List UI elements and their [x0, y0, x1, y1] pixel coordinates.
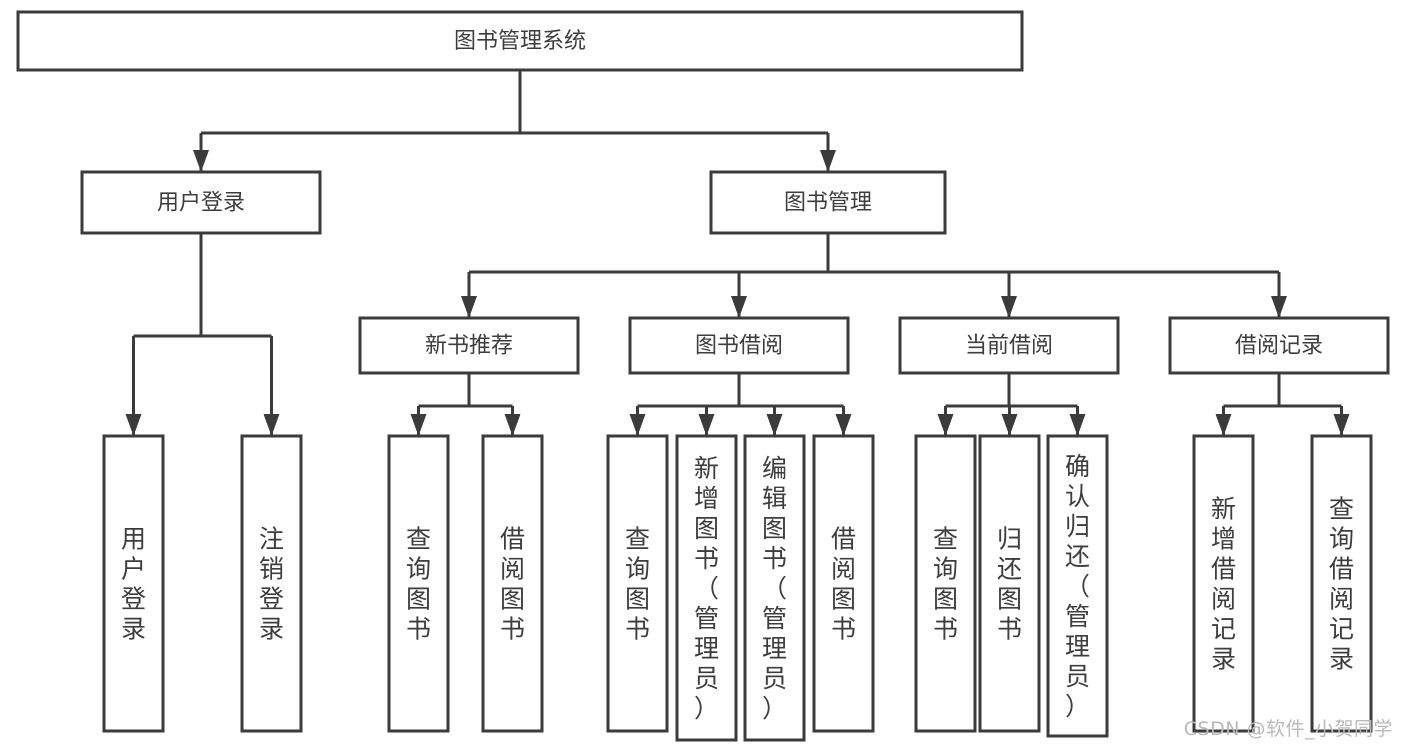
node-label-leaf-borrow-book-2: 借阅图书 — [831, 525, 856, 644]
arrow-head-icon — [731, 296, 747, 318]
node-label-user-login: 用户登录 — [157, 191, 245, 216]
node-leaf-query-book-1[interactable]: 查询图书 — [387, 434, 450, 733]
arrow-head-icon — [193, 150, 209, 172]
node-leaf-logout-login[interactable]: 注销登录 — [240, 434, 303, 733]
node-label-leaf-logout-login: 注销登录 — [259, 525, 284, 644]
node-leaf-add-book-admin[interactable]: 新增图书（管理员） — [675, 434, 738, 742]
node-leaf-query-book-2[interactable]: 查询图书 — [606, 434, 669, 733]
node-leaf-add-borrow-record[interactable]: 新增借阅记录 — [1192, 434, 1255, 733]
node-label-book-manage: 图书管理 — [784, 191, 872, 216]
node-box-leaf-query-book-3 — [914, 434, 977, 733]
node-box-leaf-query-book-1 — [387, 434, 450, 733]
node-box-new-book-recommend — [358, 316, 580, 375]
node-box-borrow-record — [1168, 316, 1390, 375]
node-box-book-borrow — [628, 316, 850, 375]
node-label-leaf-add-book-admin: 新增图书（管理员） — [694, 454, 719, 723]
arrow-head-icon — [820, 150, 836, 172]
node-box-current-borrow — [898, 316, 1120, 375]
node-label-leaf-query-book-3: 查询图书 — [933, 525, 958, 644]
node-new-book-recommend[interactable]: 新书推荐 — [358, 316, 580, 375]
arrow-head-icon — [1001, 414, 1018, 436]
node-box-leaf-confirm-return — [1046, 434, 1109, 738]
arrow-head-icon — [1069, 414, 1086, 436]
node-label-borrow-record: 借阅记录 — [1235, 334, 1323, 359]
arrow-head-icon — [937, 414, 954, 436]
node-box-leaf-add-borrow-record — [1192, 434, 1255, 733]
node-box-leaf-return-book — [978, 434, 1041, 733]
node-current-borrow[interactable]: 当前借阅 — [898, 316, 1120, 375]
node-leaf-query-book-3[interactable]: 查询图书 — [914, 434, 977, 733]
node-box-leaf-user-login — [102, 434, 165, 733]
node-leaf-user-login[interactable]: 用户登录 — [102, 434, 165, 733]
node-label-leaf-return-book: 归还图书 — [997, 525, 1022, 644]
node-label-leaf-query-borrow-record: 查询借阅记录 — [1329, 495, 1354, 674]
node-leaf-query-borrow-record[interactable]: 查询借阅记录 — [1310, 434, 1373, 733]
node-box-book-manage — [709, 170, 947, 235]
node-label-book-borrow: 图书借阅 — [695, 334, 783, 359]
node-root[interactable]: 图书管理系统 — [16, 10, 1024, 72]
node-leaf-confirm-return[interactable]: 确认归还（管理员） — [1046, 434, 1109, 738]
node-label-leaf-borrow-book-1: 借阅图书 — [500, 525, 525, 644]
node-label-leaf-add-borrow-record: 新增借阅记录 — [1211, 495, 1236, 674]
node-box-user-login — [80, 170, 322, 235]
node-user-login[interactable]: 用户登录 — [80, 170, 322, 235]
node-leaf-borrow-book-2[interactable]: 借阅图书 — [812, 434, 875, 733]
node-leaf-return-book[interactable]: 归还图书 — [978, 434, 1041, 733]
arrow-head-icon — [1333, 414, 1350, 436]
node-box-leaf-query-borrow-record — [1310, 434, 1373, 733]
node-box-leaf-query-book-2 — [606, 434, 669, 733]
node-label-new-book-recommend: 新书推荐 — [425, 334, 513, 359]
arrow-head-icon — [1001, 296, 1017, 318]
arrow-head-icon — [766, 414, 783, 436]
arrow-head-icon — [504, 414, 521, 436]
node-boxes: 图书管理系统用户登录图书管理新书推荐图书借阅当前借阅借阅记录用户登录注销登录查询… — [16, 10, 1390, 742]
connector-edges — [125, 70, 1350, 436]
node-leaf-edit-book-admin[interactable]: 编辑图书（管理员） — [743, 434, 806, 742]
node-label-current-borrow: 当前借阅 — [965, 334, 1053, 359]
node-box-root — [16, 10, 1024, 72]
node-box-leaf-edit-book-admin — [743, 434, 806, 742]
arrow-head-icon — [263, 414, 280, 436]
node-label-leaf-user-login: 用户登录 — [121, 525, 146, 644]
node-box-leaf-logout-login — [240, 434, 303, 733]
arrow-head-icon — [461, 296, 477, 318]
node-leaf-borrow-book-1[interactable]: 借阅图书 — [481, 434, 544, 733]
arrow-head-icon — [629, 414, 646, 436]
node-borrow-record[interactable]: 借阅记录 — [1168, 316, 1390, 375]
node-label-leaf-confirm-return: 确认归还（管理员） — [1065, 452, 1090, 721]
node-label-root: 图书管理系统 — [454, 29, 586, 54]
arrow-head-icon — [125, 414, 142, 436]
arrow-head-icon — [1271, 296, 1287, 318]
node-label-leaf-edit-book-admin: 编辑图书（管理员） — [762, 454, 787, 723]
arrow-head-icon — [835, 414, 852, 436]
node-label-leaf-query-book-2: 查询图书 — [625, 525, 650, 644]
node-book-borrow[interactable]: 图书借阅 — [628, 316, 850, 375]
arrow-head-icon — [410, 414, 427, 436]
arrow-head-icon — [1215, 414, 1232, 436]
node-box-leaf-borrow-book-2 — [812, 434, 875, 733]
node-book-manage[interactable]: 图书管理 — [709, 170, 947, 235]
node-box-leaf-add-book-admin — [675, 434, 738, 742]
arrow-head-icon — [698, 414, 715, 436]
node-box-leaf-borrow-book-1 — [481, 434, 544, 733]
node-label-leaf-query-book-1: 查询图书 — [406, 525, 431, 644]
